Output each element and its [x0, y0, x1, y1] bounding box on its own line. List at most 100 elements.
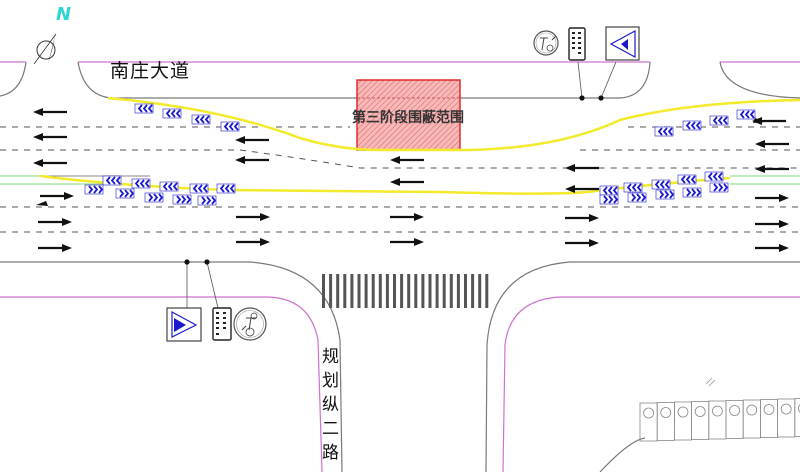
- parking-space: [725, 400, 744, 439]
- crosswalk-stripe: [449, 274, 453, 308]
- property-line-bottom-left: [0, 296, 323, 472]
- eastbound-arrow: [38, 218, 72, 226]
- crosswalk-stripe: [464, 274, 467, 308]
- lane-divider: [0, 149, 800, 169]
- crosswalk-stripe: [428, 274, 432, 308]
- crosswalk-stripe: [364, 274, 368, 308]
- crosswalk-stripe: [350, 274, 354, 308]
- eastbound-arrow: [755, 244, 789, 252]
- crosswalk-stripe: [407, 274, 411, 308]
- crosswalk-stripe: [478, 274, 482, 308]
- construction-warning-sign-icon: [166, 307, 202, 342]
- crosswalk-stripe: [385, 274, 389, 308]
- north-label: N: [56, 4, 72, 25]
- chevron-sign: [709, 182, 729, 193]
- crosswalk-stripe: [456, 274, 460, 308]
- signpost-top-right: [533, 26, 640, 101]
- eastbound-arrow: [38, 244, 72, 252]
- crosswalk: [322, 274, 489, 308]
- chevron-sign: [191, 114, 211, 125]
- chevron-sign: [709, 115, 729, 126]
- crosswalk-stripe: [336, 274, 340, 308]
- text-info-board-icon: [212, 307, 232, 341]
- parking-space: [691, 401, 710, 440]
- chevron-sign: [189, 183, 209, 194]
- pole-dot: [184, 259, 190, 265]
- kerb-bottom-right: [485, 261, 800, 472]
- pole-dot: [204, 259, 210, 265]
- crosswalk-stripe: [343, 274, 347, 308]
- chevron-sign: [115, 188, 135, 199]
- kerb-bottom-left: [0, 261, 343, 472]
- westbound-arrow: [235, 136, 269, 144]
- chevron-sign: [172, 194, 192, 205]
- crosswalk-stripe: [471, 274, 475, 308]
- westbound-arrow: [33, 108, 67, 116]
- crosswalk-stripe: [414, 274, 418, 308]
- eastbound-arrow: [755, 220, 789, 228]
- chevron-sign: [677, 174, 697, 185]
- chevron-sign: [599, 185, 619, 196]
- turn-arrow-mark: [753, 118, 765, 123]
- north-arrow-icon: [33, 32, 57, 65]
- parking-space: [674, 401, 693, 441]
- signpost-bottom-left: [166, 259, 267, 342]
- chevron-sign: [682, 187, 702, 198]
- pole-dot: [598, 95, 604, 101]
- crosswalk-stripe: [378, 274, 382, 308]
- chevron-sign: [704, 171, 724, 182]
- barrier-upper: [107, 96, 800, 152]
- westbound-arrow: [235, 156, 269, 164]
- kerb-lines: [0, 61, 800, 472]
- side-road-name: 规划纵二路: [322, 347, 339, 463]
- crosswalk-stripe: [322, 274, 325, 308]
- barrier-lower: [39, 174, 731, 195]
- crosswalk-stripe: [435, 274, 439, 308]
- chevron-signs: [84, 103, 756, 206]
- chevron-sign: [162, 108, 182, 119]
- eastbound-arrow: [755, 194, 789, 202]
- crosswalk-stripe: [357, 274, 361, 308]
- property-line-bottom-right: [502, 296, 800, 472]
- chevron-sign: [220, 121, 240, 132]
- work-zone-label: 第三阶段围蔽范围: [352, 110, 464, 126]
- property-lines: [0, 61, 800, 472]
- chevron-sign: [654, 126, 674, 137]
- chevron-sign: [655, 189, 675, 200]
- chevron-sign: [159, 181, 179, 192]
- eastbound-arrow: [390, 238, 424, 246]
- westbound-arrow: [33, 159, 67, 167]
- chevron-sign: [216, 183, 236, 194]
- westbound-arrow: [33, 133, 67, 141]
- chevron-sign: [144, 192, 164, 203]
- westbound-arrow: [565, 164, 599, 172]
- chevron-sign: [627, 192, 647, 203]
- lane-arrows: [33, 108, 789, 252]
- crosswalk-stripe: [421, 274, 425, 308]
- eastbound-arrow: [390, 213, 424, 221]
- turn-arrow-mark: [36, 201, 48, 206]
- kerb-top-left-corner: [0, 61, 27, 97]
- parking-approach-curve: [599, 437, 646, 472]
- parking-spaces: [639, 398, 800, 442]
- crosswalk-stripe: [393, 274, 396, 308]
- chevron-sign: [651, 179, 671, 190]
- crosswalk-stripe: [329, 274, 333, 308]
- crosswalk-stripe: [485, 274, 489, 308]
- chevron-sign: [623, 182, 643, 193]
- westbound-arrow: [390, 156, 424, 164]
- text-info-board-icon: [568, 27, 586, 61]
- eastbound-arrow: [236, 238, 270, 246]
- chevron-sign: [102, 175, 122, 186]
- crosswalk-stripe: [442, 274, 446, 308]
- chevron-sign: [131, 178, 151, 189]
- eastbound-arrow: [236, 213, 270, 221]
- break-mark: [705, 377, 716, 387]
- work-zone-area: [356, 79, 461, 151]
- parking-space: [708, 400, 727, 440]
- westbound-arrow: [755, 140, 789, 148]
- crosswalk-stripe: [400, 274, 404, 308]
- main-road-name: 南庄大道: [110, 60, 191, 82]
